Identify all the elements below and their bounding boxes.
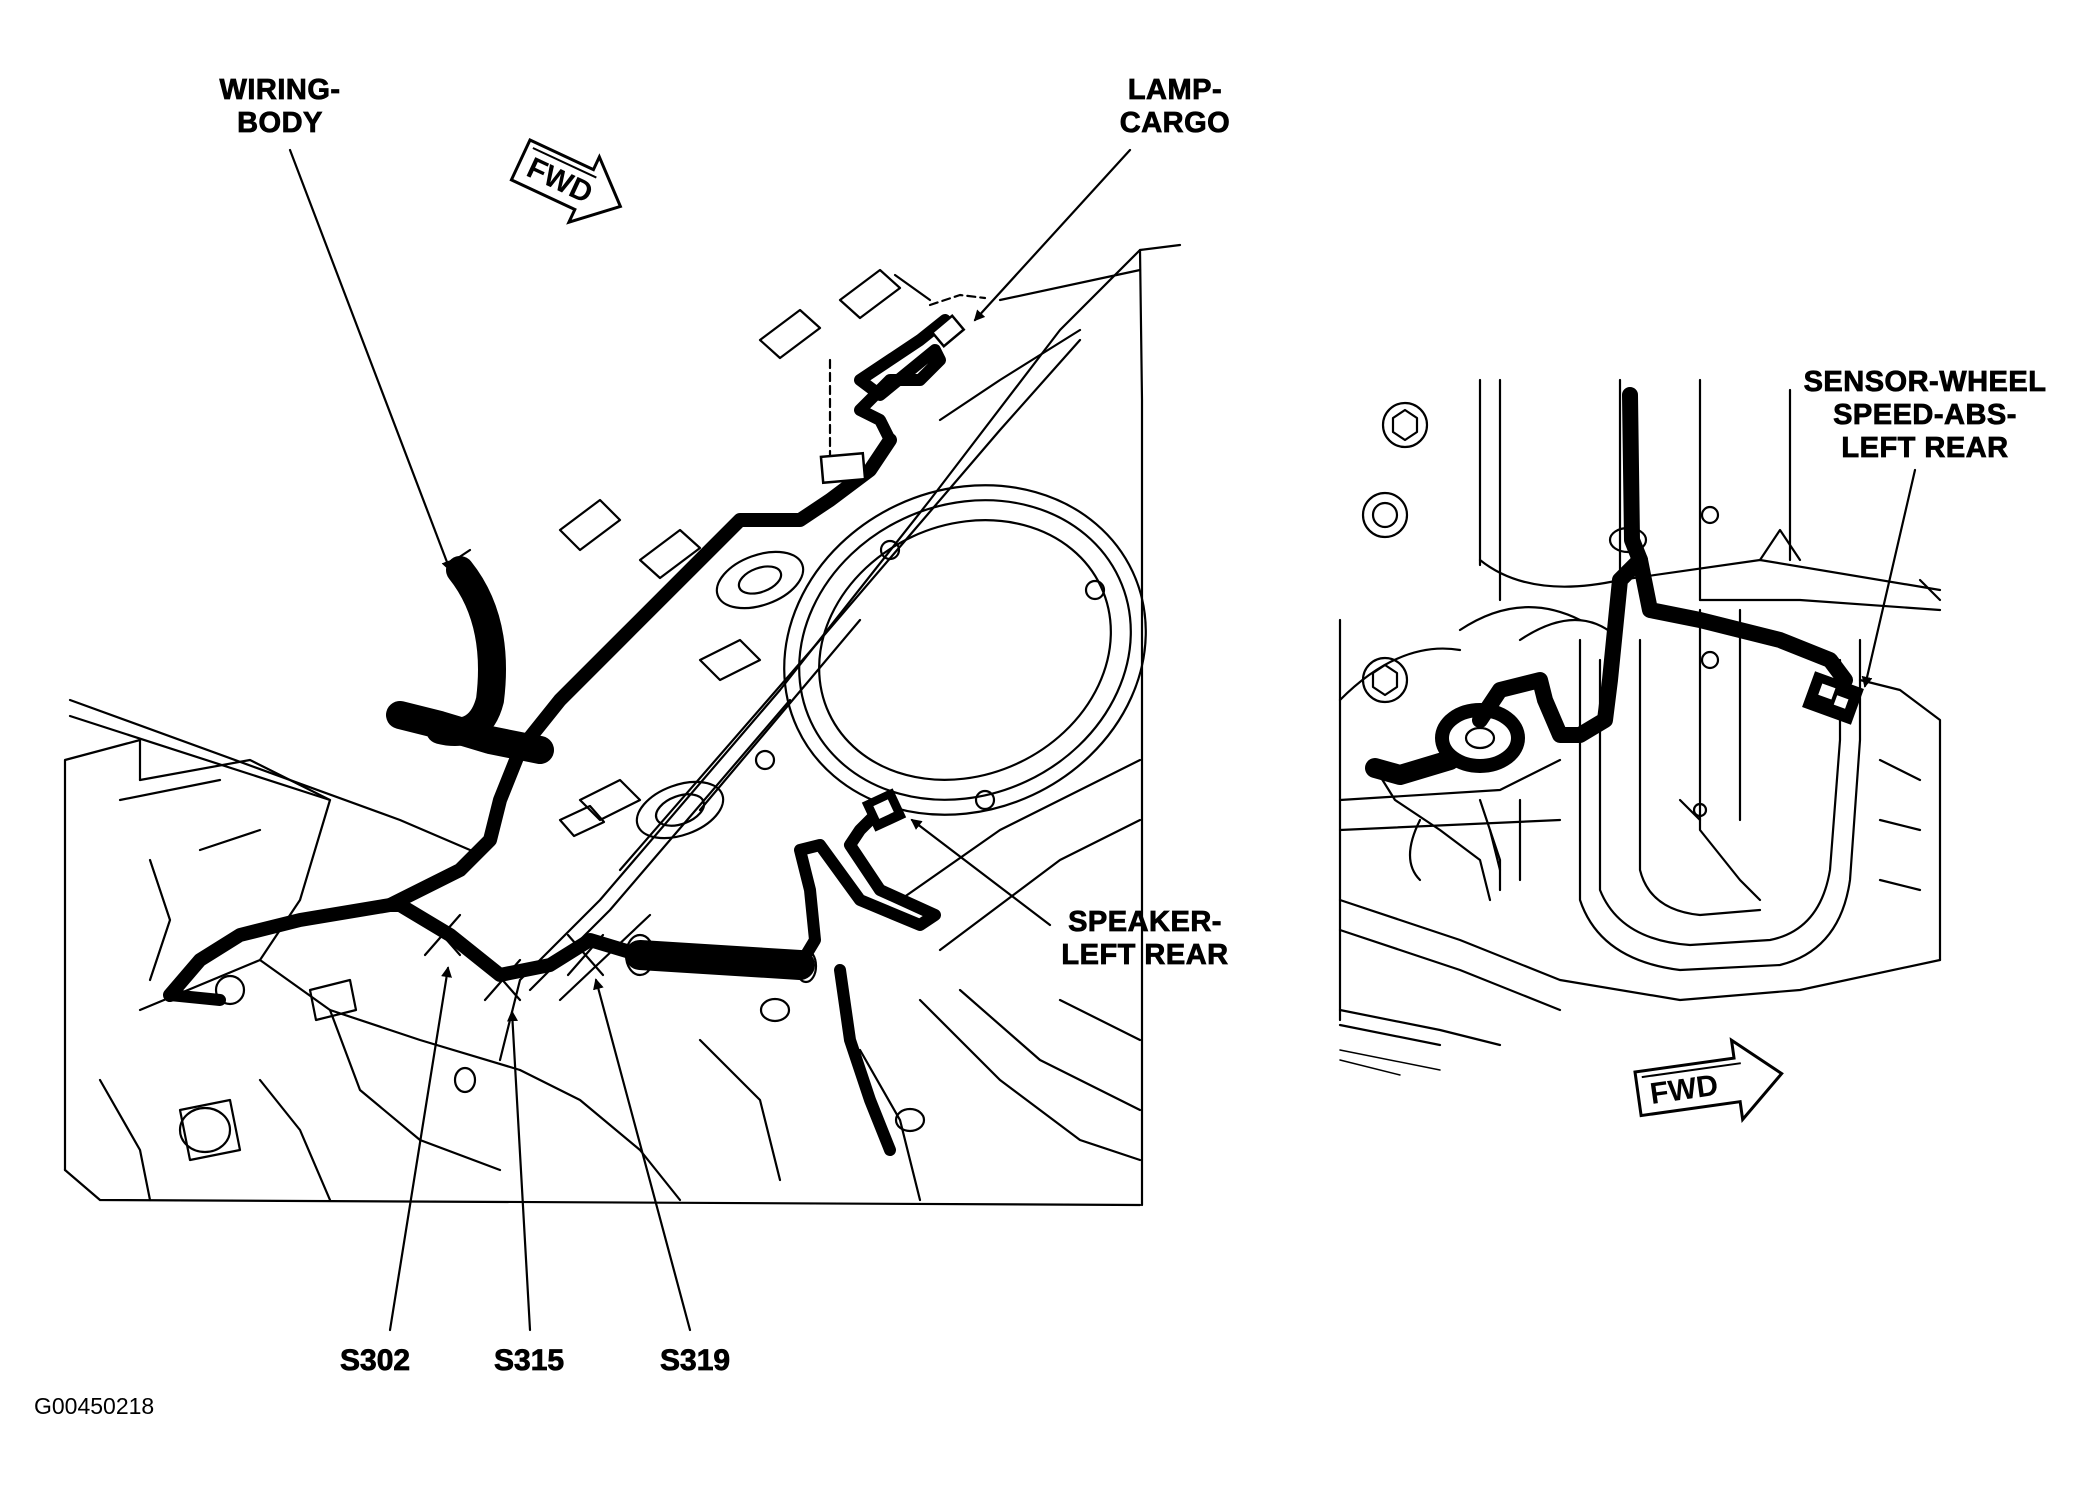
callout-speaker-line1: SPEAKER-: [1068, 906, 1222, 939]
callout-sensor-wheel-speed-abs: SENSOR-WHEEL SPEED-ABS- LEFT REAR: [1790, 366, 2060, 465]
splice-label-s315: S315: [494, 1344, 565, 1378]
callout-lamp-cargo-line2: CARGO: [1119, 107, 1231, 140]
splice-markers: [423, 913, 605, 1002]
figure-id: G00450218: [34, 1393, 155, 1419]
splice-mark-s315: [483, 958, 522, 1002]
left-view-harness: [163, 273, 987, 1156]
callout-sensor-line1: SENSOR-WHEEL: [1803, 366, 2047, 399]
bolt: [1361, 656, 1409, 704]
callout-wiring-body-line2: BODY: [237, 107, 323, 140]
left-view-leaders: [288, 148, 1132, 1332]
splice-mark-s319: [566, 933, 605, 977]
callout-sensor-line3: LEFT REAR: [1841, 432, 2009, 465]
callout-lamp-cargo-line1: LAMP-: [1127, 74, 1223, 107]
callout-speaker-left-rear: SPEAKER- LEFT REAR: [1050, 906, 1240, 972]
bolt: [1381, 401, 1429, 449]
splice-label-s319: S319: [660, 1344, 731, 1378]
callout-wiring-body-line1: WIRING-: [219, 74, 341, 107]
callout-wiring-body: WIRING- BODY: [210, 74, 350, 140]
right-view-leaders: [1861, 468, 1917, 688]
callout-sensor-line2: SPEED-ABS-: [1833, 399, 2017, 432]
bolt: [1361, 491, 1409, 539]
left-fwd-arrow: FWD: [509, 138, 623, 225]
left-view-structure: [63, 243, 1182, 1207]
callout-speaker-line2: LEFT REAR: [1061, 939, 1229, 972]
splice-mark-s302: [423, 913, 462, 957]
right-view-harness: [1365, 387, 1864, 902]
callout-lamp-cargo: LAMP- CARGO: [1100, 74, 1250, 140]
splice-label-s302: S302: [340, 1344, 411, 1378]
right-view-structure: [1338, 378, 1942, 1076]
right-fwd-arrow: FWD: [1633, 1037, 1784, 1123]
